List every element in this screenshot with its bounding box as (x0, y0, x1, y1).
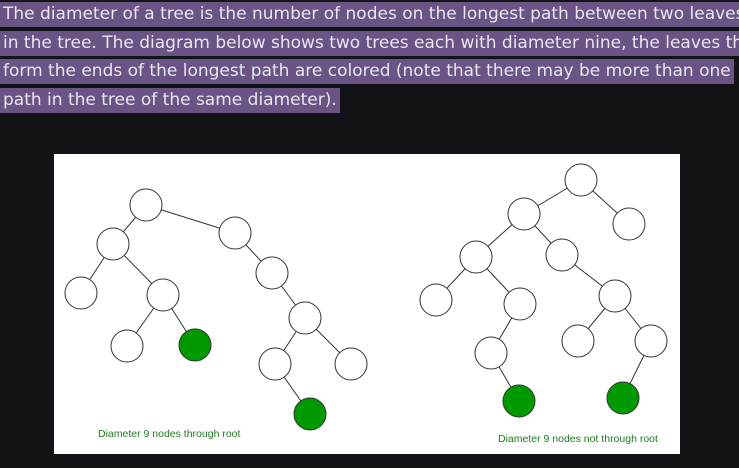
tree-node (218, 216, 252, 250)
paragraph-line-3: form the ends of the longest path are co… (0, 57, 739, 86)
tree-node (419, 283, 453, 317)
selected-text: The diameter of a tree is the number of … (0, 2, 739, 27)
tree-node (612, 207, 646, 241)
left-tree-caption: Diameter 9 nodes through root (98, 428, 240, 440)
selected-text: form the ends of the longest path are co… (0, 59, 734, 84)
tree-node (561, 324, 595, 358)
tree-node (258, 347, 292, 381)
tree-node (334, 347, 368, 381)
tree-node (459, 240, 493, 274)
path-end-leaf (502, 384, 536, 418)
tree-node (129, 188, 163, 222)
path-end-leaf (178, 328, 212, 362)
selected-text: path in the tree of the same diameter). (0, 87, 340, 113)
tree-diagram-svg: Diameter 9 nodes through root Diameter 9… (64, 163, 668, 445)
explanation-paragraph: The diameter of a tree is the number of … (0, 0, 739, 114)
tree-node (288, 301, 322, 335)
tree-node (255, 256, 289, 290)
tree-node (110, 329, 144, 363)
tree-node (507, 197, 541, 231)
tree-node (146, 278, 180, 312)
tree-node (64, 276, 98, 310)
paragraph-line-2: in the tree. The diagram below shows two… (0, 29, 739, 58)
tree-node (474, 336, 508, 370)
tree-node (598, 279, 632, 313)
paragraph-line-1: The diameter of a tree is the number of … (0, 0, 739, 29)
tree-node (503, 287, 537, 321)
right-tree-caption: Diameter 9 nodes not through root (498, 433, 658, 445)
tree-node (634, 324, 668, 358)
tree-node (545, 238, 579, 272)
tree-node (564, 163, 598, 197)
selected-text: in the tree. The diagram below shows two… (0, 30, 739, 56)
path-end-leaf (606, 381, 640, 415)
path-end-leaf (293, 397, 327, 431)
tree-node (96, 227, 130, 261)
tree-nodes (64, 163, 668, 431)
paragraph-line-4: path in the tree of the same diameter). (0, 86, 739, 115)
tree-diameter-diagram: Diameter 9 nodes through root Diameter 9… (54, 154, 680, 454)
